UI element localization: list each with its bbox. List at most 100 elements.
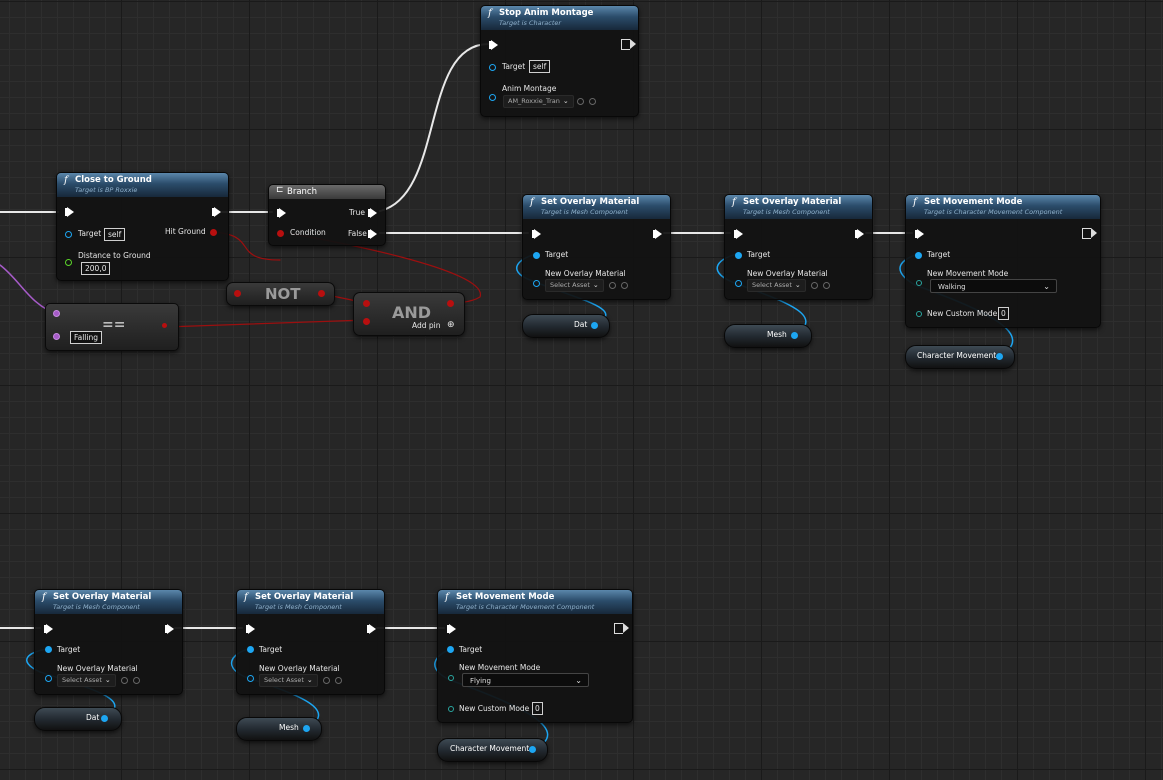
not-out-pin[interactable] <box>318 290 325 297</box>
and-node[interactable]: AND Add pin ⊕ <box>353 292 465 336</box>
custom-mode-input[interactable]: 0 <box>998 307 1009 320</box>
movement-mode-dropdown[interactable]: Walking⌄ <box>930 279 1057 293</box>
target-pin[interactable] <box>489 64 496 71</box>
target-pin[interactable] <box>247 646 254 653</box>
and-in-pin-a[interactable] <box>363 300 370 307</box>
false-exec-pin[interactable] <box>368 229 377 239</box>
stop-anim-montage-node[interactable]: f Stop Anim Montage Target is Character … <box>480 5 639 117</box>
movement-mode-pin[interactable] <box>916 280 922 286</box>
and-out-pin[interactable] <box>447 300 454 307</box>
target-pin[interactable] <box>735 252 742 259</box>
variable-out-pin[interactable] <box>101 715 108 722</box>
distance-pin[interactable] <box>65 259 72 266</box>
exec-out-pin[interactable] <box>212 207 221 217</box>
equals-enum-node[interactable]: Falling == <box>45 303 179 351</box>
exec-out-pin[interactable] <box>1082 227 1097 239</box>
exec-in-pin[interactable] <box>65 207 74 217</box>
exec-out-pin[interactable] <box>653 229 662 239</box>
target-pin[interactable] <box>533 252 540 259</box>
target-pin[interactable] <box>65 231 72 238</box>
node-subtitle: Target is BP Roxxie <box>75 186 138 194</box>
variable-out-pin[interactable] <box>996 353 1003 360</box>
movement-mode-dropdown[interactable]: Flying⌄ <box>462 673 589 687</box>
target-input[interactable]: self <box>529 60 551 73</box>
target-input[interactable]: self <box>104 228 126 241</box>
branch-node[interactable]: ⊏ Branch True Condition False <box>268 184 386 246</box>
distance-input[interactable]: 200,0 <box>81 262 111 275</box>
variable-out-pin[interactable] <box>591 322 598 329</box>
exec-in-pin[interactable] <box>532 229 541 239</box>
exec-in-pin[interactable] <box>44 624 53 634</box>
character-movement-variable-node-2[interactable]: Character Movement <box>437 738 548 762</box>
asset-select[interactable]: Select Asset⌄ <box>747 279 806 292</box>
and-in-pin-b[interactable] <box>363 318 370 325</box>
set-overlay-material-node-3[interactable]: f Set Overlay Material Target is Mesh Co… <box>34 589 183 695</box>
use-asset-icon[interactable] <box>121 677 128 684</box>
overlay-pin[interactable] <box>247 675 254 682</box>
exec-in-pin[interactable] <box>277 208 286 218</box>
variable-out-pin[interactable] <box>303 725 310 732</box>
not-in-pin[interactable] <box>234 290 241 297</box>
target-pin[interactable] <box>45 646 52 653</box>
target-label: Target <box>545 250 569 259</box>
browse-asset-icon[interactable] <box>133 677 140 684</box>
exec-out-pin[interactable] <box>855 229 864 239</box>
custom-mode-pin[interactable] <box>916 311 922 317</box>
variable-out-pin[interactable] <box>791 332 798 339</box>
close-to-ground-node[interactable]: f Close to Ground Target is BP Roxxie Ta… <box>56 172 229 281</box>
enum-in-pin-a[interactable] <box>53 310 60 317</box>
asset-select[interactable]: Select Asset⌄ <box>259 674 318 687</box>
dat-variable-node-2[interactable]: Dat <box>34 707 122 731</box>
browse-asset-icon[interactable] <box>589 98 596 105</box>
target-pin[interactable] <box>915 252 922 259</box>
exec-in-pin[interactable] <box>447 624 456 634</box>
use-asset-icon[interactable] <box>811 282 818 289</box>
exec-in-pin[interactable] <box>489 40 498 50</box>
true-exec-pin[interactable] <box>368 208 377 218</box>
use-asset-icon[interactable] <box>577 98 584 105</box>
exec-out-pin[interactable] <box>621 38 636 50</box>
mesh-variable-node-2[interactable]: Mesh <box>236 717 322 741</box>
dat-variable-node[interactable]: Dat <box>522 314 610 338</box>
variable-out-pin[interactable] <box>529 746 536 753</box>
asset-select[interactable]: Select Asset⌄ <box>57 674 116 687</box>
exec-in-pin[interactable] <box>734 229 743 239</box>
exec-in-pin[interactable] <box>246 624 255 634</box>
mesh-variable-node[interactable]: Mesh <box>724 324 812 348</box>
custom-mode-pin[interactable] <box>448 706 454 712</box>
browse-asset-icon[interactable] <box>621 282 628 289</box>
anim-montage-select[interactable]: AM_Roxxie_Tran⌄ <box>503 95 574 108</box>
enum-in-pin-b[interactable] <box>53 333 60 340</box>
condition-pin[interactable] <box>277 230 284 237</box>
set-movement-mode-node-2[interactable]: f Set Movement Mode Target is Character … <box>437 589 633 723</box>
variable-label: Dat <box>86 713 100 722</box>
browse-asset-icon[interactable] <box>335 677 342 684</box>
enum-value-input[interactable]: Falling <box>70 331 102 344</box>
custom-mode-input[interactable]: 0 <box>532 702 543 715</box>
exec-out-pin[interactable] <box>367 624 376 634</box>
character-movement-variable-node[interactable]: Character Movement <box>905 345 1015 369</box>
movement-mode-pin[interactable] <box>448 675 454 681</box>
set-overlay-material-node-1[interactable]: f Set Overlay Material Target is Mesh Co… <box>522 194 671 300</box>
add-pin-button[interactable]: Add pin <box>412 321 441 330</box>
set-overlay-material-node-4[interactable]: f Set Overlay Material Target is Mesh Co… <box>236 589 385 695</box>
not-node[interactable]: NOT <box>226 282 335 306</box>
exec-in-pin[interactable] <box>915 229 924 239</box>
add-pin-icon[interactable]: ⊕ <box>447 320 455 330</box>
browse-asset-icon[interactable] <box>823 282 830 289</box>
exec-out-pin[interactable] <box>614 622 629 634</box>
hit-ground-pin[interactable] <box>210 229 217 236</box>
anim-montage-pin[interactable] <box>489 94 496 101</box>
set-movement-mode-node[interactable]: f Set Movement Mode Target is Character … <box>905 194 1101 328</box>
function-icon: f <box>244 592 248 603</box>
overlay-pin[interactable] <box>533 280 540 287</box>
overlay-pin[interactable] <box>45 675 52 682</box>
target-pin[interactable] <box>447 646 454 653</box>
asset-select[interactable]: Select Asset⌄ <box>545 279 604 292</box>
overlay-pin[interactable] <box>735 280 742 287</box>
equals-out-pin[interactable] <box>162 323 167 328</box>
set-overlay-material-node-2[interactable]: f Set Overlay Material Target is Mesh Co… <box>724 194 873 300</box>
exec-out-pin[interactable] <box>165 624 174 634</box>
use-asset-icon[interactable] <box>609 282 616 289</box>
use-asset-icon[interactable] <box>323 677 330 684</box>
